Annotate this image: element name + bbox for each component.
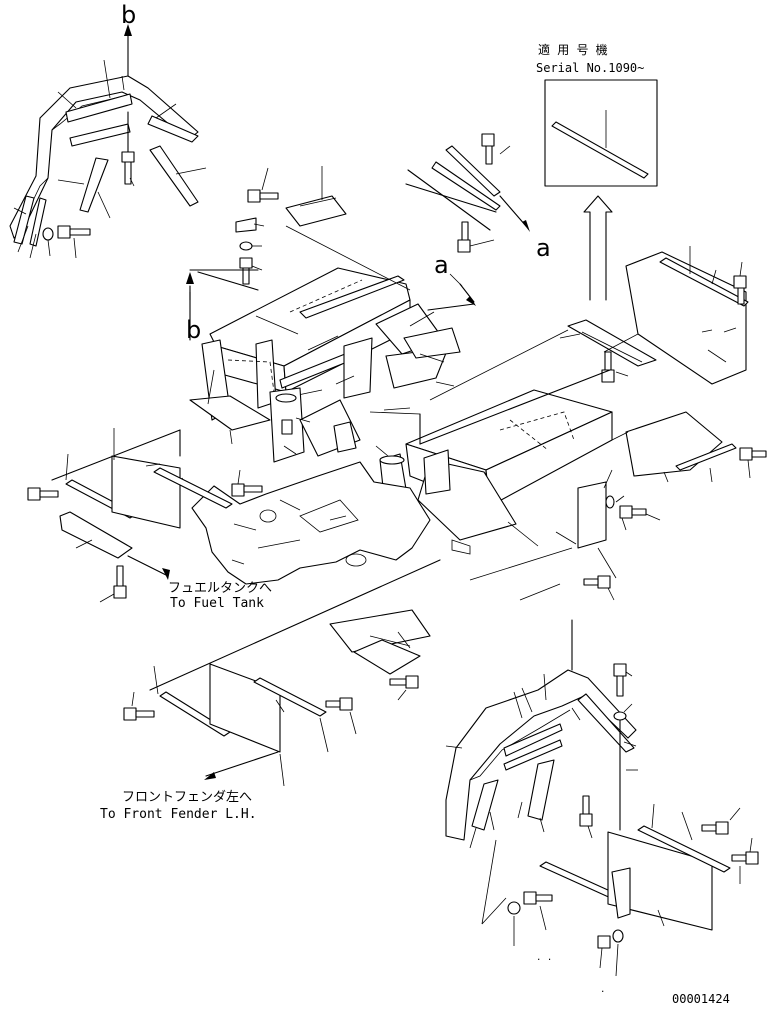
left-mid-cover — [27, 428, 263, 603]
svg-text:. .: . . — [536, 953, 552, 963]
bolt-icon — [583, 575, 611, 589]
cover-plate-top — [197, 166, 347, 291]
main-frame-right — [369, 369, 613, 555]
bolt-icon — [239, 257, 253, 285]
main-frame-left: b a — [186, 251, 476, 463]
serial-detail-box: 適 用 号 機 Serial No.1090~ — [536, 42, 658, 301]
bolt-icon — [113, 565, 127, 599]
rear-fender-left-group: b — [9, 1, 207, 259]
assembly-lines — [285, 225, 639, 601]
bolt-icon — [579, 795, 593, 827]
front-fender-jp-label: フロントフェンダ左へ — [122, 790, 252, 805]
bolt-icon — [27, 487, 59, 501]
fuel-tank-outline — [191, 461, 431, 585]
front-fender-en-label: To Front Fender L.H. — [100, 807, 257, 822]
bolt-icon — [481, 133, 495, 165]
view-label-b-mid: b — [186, 316, 201, 344]
lower-left-cover — [123, 559, 441, 787]
bolt-icon — [619, 505, 647, 519]
drawing-number: 00001424 — [672, 992, 730, 1006]
right-upper-cover — [625, 246, 749, 385]
bolt-icon — [231, 483, 263, 497]
right-small-parts — [577, 481, 661, 601]
serial-jp-label: 適 用 号 機 — [538, 42, 608, 57]
front-fender-callout: フロントフェンダ左へ To Front Fender L.H. — [100, 790, 257, 822]
bolt-icon — [523, 891, 553, 905]
bolt-icon — [701, 821, 729, 835]
view-label-a-right: a — [536, 234, 551, 262]
view-a-detail: a — [405, 133, 551, 262]
bolt-icon — [389, 675, 419, 689]
fuel-tank-en-label: To Fuel Tank — [170, 596, 264, 611]
svg-text:.: . — [600, 985, 605, 995]
bolt-icon — [731, 851, 759, 865]
bolt-icon — [121, 151, 135, 185]
fuel-tank-callout: フュエルタンクへ To Fuel Tank — [168, 581, 272, 611]
bolt-icon — [613, 663, 627, 697]
step-plate-upper — [559, 319, 657, 383]
right-mid-cover — [625, 411, 767, 483]
rear-fender-right-group — [445, 619, 638, 925]
serial-number-label: Serial No.1090~ — [536, 61, 644, 75]
bolt-icon — [457, 221, 471, 253]
bolt-icon — [325, 697, 353, 711]
center-step-plate — [329, 609, 431, 701]
fender-left — [9, 75, 199, 239]
view-label-b-top: b — [121, 1, 136, 29]
bolt-icon — [57, 225, 91, 239]
fuel-tank-jp-label: フュエルタンクへ — [168, 581, 272, 596]
lower-right-cover: . . . — [507, 803, 759, 995]
bolt-icon — [123, 707, 155, 721]
bolt-icon — [247, 189, 279, 203]
bolt-icon — [601, 351, 615, 383]
bolt-icon — [739, 447, 767, 461]
view-label-a-mid: a — [434, 251, 449, 279]
